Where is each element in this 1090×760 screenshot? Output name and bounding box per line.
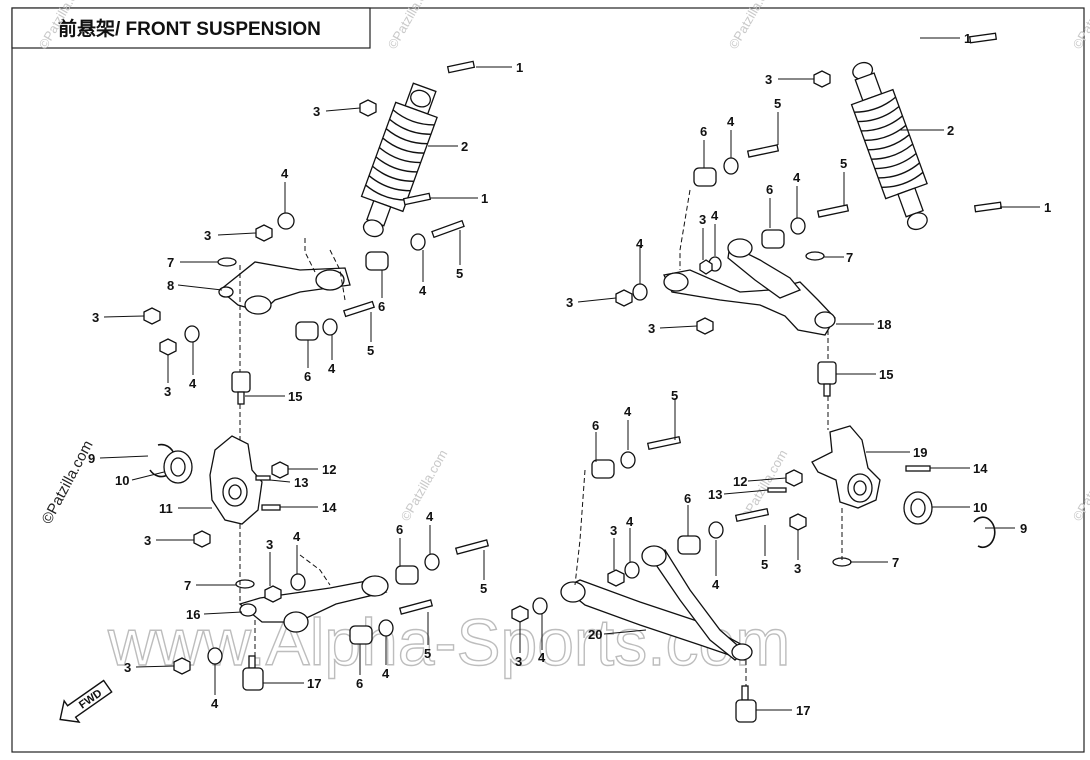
callout-3: 3 xyxy=(124,660,131,675)
right-ball-joint-lower xyxy=(735,699,757,723)
fwd-arrow: FWD xyxy=(59,679,113,724)
callout-6: 6 xyxy=(396,522,403,537)
callout-4: 4 xyxy=(727,114,735,129)
callout-6: 6 xyxy=(592,418,599,433)
callout-7: 7 xyxy=(846,250,853,265)
callout-19: 19 xyxy=(913,445,927,460)
callout-18: 18 xyxy=(877,317,891,332)
callout-15: 15 xyxy=(879,367,893,382)
callout-6: 6 xyxy=(684,491,691,506)
callout-7: 7 xyxy=(167,255,174,270)
callout-5: 5 xyxy=(840,156,847,171)
callout-14: 14 xyxy=(322,500,337,515)
callout-4: 4 xyxy=(793,170,801,185)
callout-17: 17 xyxy=(307,676,321,691)
left-ball-joint-lower xyxy=(242,667,264,691)
callout-4: 4 xyxy=(382,666,390,681)
callout-8: 8 xyxy=(167,278,174,293)
right-ball-joint-upper xyxy=(817,361,837,385)
callout-3: 3 xyxy=(144,533,151,548)
callout-3: 3 xyxy=(515,654,522,669)
callout-3: 3 xyxy=(610,523,617,538)
callout-5: 5 xyxy=(456,266,463,281)
callout-9: 9 xyxy=(1020,521,1027,536)
callout-3: 3 xyxy=(92,310,99,325)
callout-11: 11 xyxy=(159,501,173,516)
callout-4: 4 xyxy=(293,529,301,544)
leader-lines xyxy=(99,37,1040,711)
page-title: 前悬架/ FRONT SUSPENSION xyxy=(58,17,321,40)
callout-5: 5 xyxy=(480,581,487,596)
callouts: 1 2 3 1 3 4 5 4 7 8 3 6 5 3 4 6 4 15 9 1… xyxy=(88,31,1051,718)
callout-3: 3 xyxy=(313,104,320,119)
callout-1: 1 xyxy=(516,60,523,75)
callout-20: 20 xyxy=(588,627,602,642)
callout-6: 6 xyxy=(356,676,363,691)
callout-3: 3 xyxy=(699,212,706,227)
callout-1: 1 xyxy=(964,31,971,46)
callout-1: 1 xyxy=(481,191,488,206)
callout-17: 17 xyxy=(796,703,810,718)
watermark-small-7: ©Patzilla.com xyxy=(1070,447,1090,523)
callout-10: 10 xyxy=(115,473,129,488)
callout-4: 4 xyxy=(636,236,644,251)
callout-3: 3 xyxy=(566,295,573,310)
callout-7: 7 xyxy=(892,555,899,570)
left-bushing-upper-a xyxy=(365,251,389,271)
callout-13: 13 xyxy=(294,475,308,490)
callout-4: 4 xyxy=(189,376,197,391)
callout-3: 3 xyxy=(266,537,273,552)
callout-1: 1 xyxy=(1044,200,1051,215)
callout-4: 4 xyxy=(211,696,219,711)
callout-15: 15 xyxy=(288,389,302,404)
watermark-small-5: ©Patzilla.com xyxy=(398,447,451,523)
callout-2: 2 xyxy=(947,123,954,138)
title-box: 前悬架/ FRONT SUSPENSION xyxy=(11,7,371,49)
callout-12: 12 xyxy=(322,462,336,477)
callout-6: 6 xyxy=(304,369,311,384)
callout-6: 6 xyxy=(766,182,773,197)
callout-16: 16 xyxy=(186,607,200,622)
callout-3: 3 xyxy=(164,384,171,399)
callout-4: 4 xyxy=(419,283,427,298)
callout-14: 14 xyxy=(973,461,988,476)
watermark-main: www.Alpha-Sports.com xyxy=(107,605,790,679)
callout-4: 4 xyxy=(624,404,632,419)
diagram-frame xyxy=(11,7,1085,753)
callout-4: 4 xyxy=(426,509,434,524)
callout-4: 4 xyxy=(712,577,720,592)
right-upper-arm xyxy=(663,269,836,336)
callout-12: 12 xyxy=(733,474,747,489)
callout-3: 3 xyxy=(648,321,655,336)
right-shock-absorber xyxy=(850,61,928,231)
right-assembly xyxy=(511,32,1003,723)
callout-4: 4 xyxy=(538,650,546,665)
callout-5: 5 xyxy=(761,557,768,572)
callout-5: 5 xyxy=(424,646,431,661)
callout-9: 9 xyxy=(88,451,95,466)
left-bushing-upper-b xyxy=(295,321,319,341)
callout-4: 4 xyxy=(626,514,634,529)
callout-5: 5 xyxy=(671,388,678,403)
callout-3: 3 xyxy=(765,72,772,87)
callout-7: 7 xyxy=(184,578,191,593)
callout-3: 3 xyxy=(794,561,801,576)
callout-3: 3 xyxy=(204,228,211,243)
callout-5: 5 xyxy=(367,343,374,358)
callout-13: 13 xyxy=(708,487,722,502)
callout-2: 2 xyxy=(461,139,468,154)
callout-6: 6 xyxy=(700,124,707,139)
callout-4: 4 xyxy=(711,208,719,223)
left-assembly xyxy=(143,60,490,691)
callout-6: 6 xyxy=(378,299,385,314)
callout-4: 4 xyxy=(281,166,289,181)
left-ball-joint-upper xyxy=(231,371,251,393)
callout-5: 5 xyxy=(774,96,781,111)
left-shock-absorber xyxy=(360,82,438,238)
callout-4: 4 xyxy=(328,361,336,376)
callout-10: 10 xyxy=(973,500,987,515)
